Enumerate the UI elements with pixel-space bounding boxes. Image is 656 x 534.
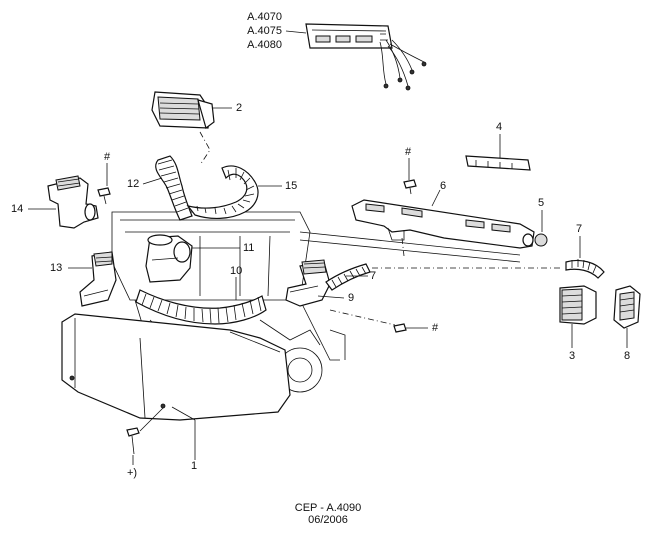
callout-6: 6 (440, 180, 447, 192)
hose-part-7-left (325, 263, 371, 291)
callout-10: 10 (230, 265, 243, 277)
callout-7: 7 (370, 270, 377, 282)
screw-hash-lower-right (393, 323, 428, 333)
callout-hash: # (405, 146, 412, 158)
hose-part-15 (186, 165, 282, 219)
hose-part-12 (142, 155, 193, 221)
callout-3: 3 (569, 350, 576, 362)
callout-15: 15 (285, 180, 298, 192)
routing-line-lower (329, 309, 396, 326)
strip-part-4 (465, 134, 531, 171)
screw-hash-left (97, 163, 111, 205)
callout-13: 13 (50, 262, 63, 274)
callout-9: 9 (348, 292, 355, 304)
lower-cover-panel (61, 313, 291, 460)
side-duct-part-13 (68, 251, 117, 307)
screw-hash-right (403, 158, 417, 195)
callout-8: 8 (624, 350, 631, 362)
footer-code: CEP - A.4090 (294, 502, 362, 514)
vent-part-8 (613, 285, 641, 348)
duct-part-11 (145, 234, 240, 283)
reference-code: A.4075 (247, 25, 282, 37)
air-vent-part-2 (151, 91, 232, 166)
screw-plus (126, 407, 164, 465)
callout-11: 11 (243, 242, 255, 254)
t-connector-part-14 (28, 175, 99, 229)
callout-plus-note: +) (127, 467, 138, 479)
climate-control-unit (285, 23, 427, 91)
vent-part-3 (559, 285, 597, 348)
callout-7: 7 (576, 223, 583, 235)
dash-duct-part-6 (351, 189, 535, 249)
callout-1: 1 (191, 460, 198, 472)
callout-12: 12 (127, 178, 140, 190)
routing-line-mid (401, 237, 405, 257)
callout-hash: # (104, 151, 111, 163)
callout-4: 4 (496, 121, 503, 133)
callout-hash: # (432, 322, 439, 334)
callout-14: 14 (11, 203, 24, 215)
elbow-duct-part-9 (285, 259, 345, 307)
reference-code: A.4070 (247, 11, 282, 23)
footer-date: 06/2006 (308, 514, 348, 526)
callout-2: 2 (236, 102, 243, 114)
plug-part-5 (534, 210, 548, 247)
hose-part-7-right (565, 236, 605, 279)
hose-part-10 (135, 277, 267, 325)
reference-code: A.4080 (247, 39, 282, 51)
callout-5: 5 (538, 197, 545, 209)
